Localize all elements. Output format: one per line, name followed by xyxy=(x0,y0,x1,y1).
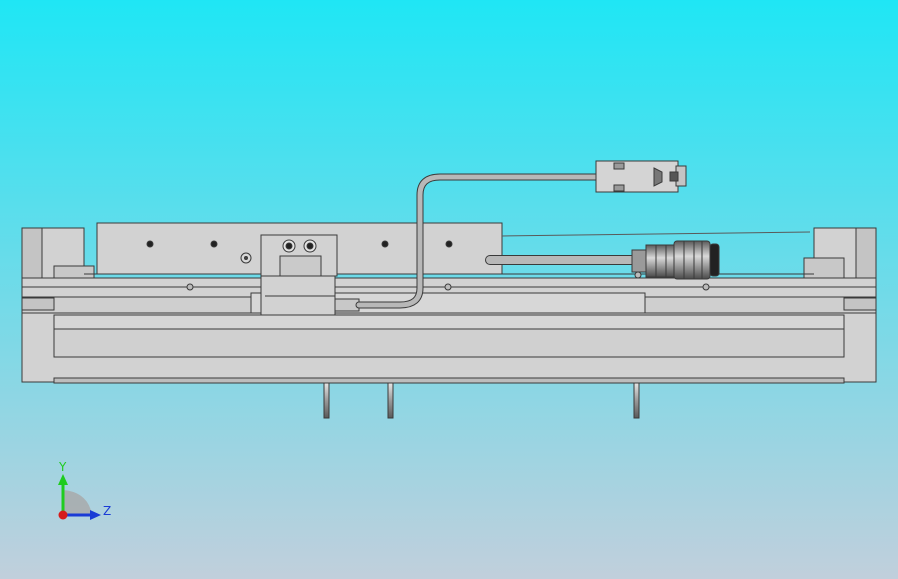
left-end-step xyxy=(53,265,95,279)
right-end-face xyxy=(855,227,877,279)
sensor-cable-gland xyxy=(334,298,360,312)
bracket-bolt-left-hex xyxy=(285,242,293,250)
motor-connector-sleeve xyxy=(631,249,647,273)
connector-latch-bottom xyxy=(613,184,625,192)
bracket-bolt-right-hex xyxy=(306,242,314,250)
actuator-model[interactable] xyxy=(21,222,877,419)
z-axis-arrow-icon xyxy=(90,510,101,520)
screw xyxy=(445,240,453,248)
motor-connector[interactable] xyxy=(631,240,720,280)
screw xyxy=(146,240,154,248)
left-end-lip xyxy=(21,297,55,311)
connector-key xyxy=(653,167,663,187)
screw xyxy=(210,240,218,248)
rivet xyxy=(186,283,194,291)
z-axis-label: Z xyxy=(103,504,111,518)
y-axis-arrow-icon xyxy=(58,474,68,485)
base-lower-panel xyxy=(53,328,845,358)
rivet xyxy=(444,283,452,291)
mounting-pin xyxy=(323,382,330,419)
x-axis-origin-icon xyxy=(58,510,68,520)
triad-plane-shade xyxy=(63,490,92,515)
rivet xyxy=(702,283,710,291)
motor-connector-body xyxy=(645,244,675,278)
base-bottom-strip xyxy=(53,377,845,384)
guide-line xyxy=(501,231,811,237)
mounting-pin xyxy=(387,382,394,419)
rivet xyxy=(634,271,642,279)
right-end-step xyxy=(803,257,845,279)
mounting-pin xyxy=(633,382,640,419)
base-rail-channel xyxy=(53,314,845,330)
right-end-lip xyxy=(843,297,877,311)
signal-connector[interactable] xyxy=(595,160,687,193)
screw-countersunk-center xyxy=(244,256,248,260)
motor-connector-cap xyxy=(709,243,720,277)
slider-bracket-neck xyxy=(279,255,322,279)
connector-housing xyxy=(595,160,679,193)
y-axis-label: Y xyxy=(58,460,67,474)
left-end-face xyxy=(21,227,43,279)
axis-triad: Y Z xyxy=(58,460,111,520)
screw xyxy=(381,240,389,248)
connector-tip-pin xyxy=(669,171,679,182)
motor-connector-nut xyxy=(673,240,711,280)
sensor-cable[interactable] xyxy=(355,173,600,309)
connector-latch-top xyxy=(613,162,625,170)
